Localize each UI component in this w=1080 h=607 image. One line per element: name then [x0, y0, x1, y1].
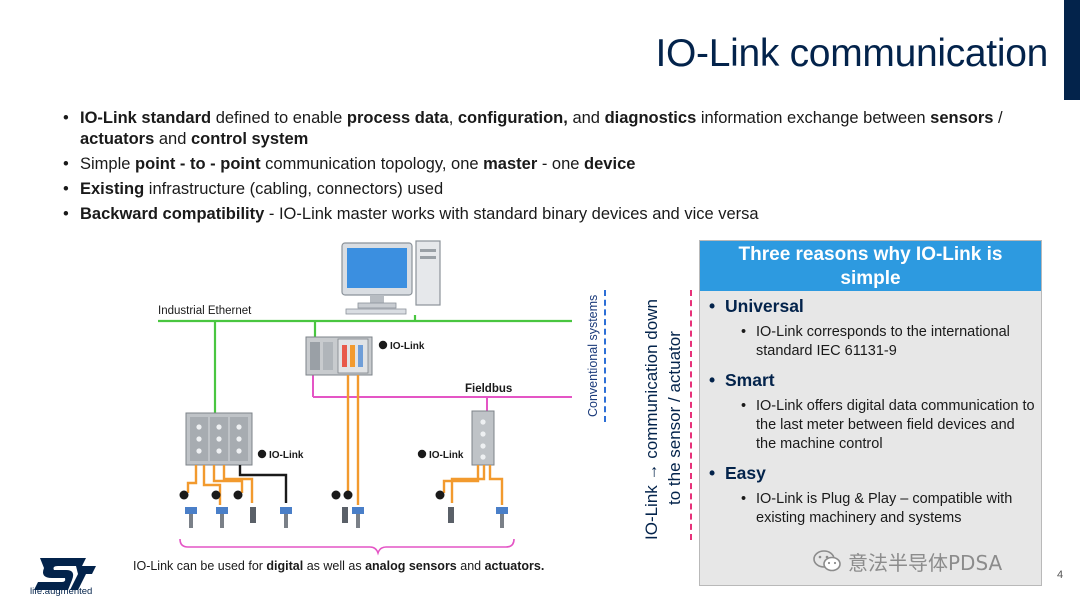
reason-detail: IO-Link corresponds to the international…	[700, 323, 1041, 361]
master-device	[305, 336, 373, 376]
actuator-icon	[185, 507, 508, 528]
bullet-item: Backward compatibility - IO-Link master …	[62, 204, 1022, 225]
diagram-caption: IO-Link can be used for digital as well …	[133, 559, 545, 573]
computer-icon	[341, 240, 441, 315]
iolink-logo: IO-Link	[417, 449, 464, 461]
reason-detail: IO-Link is Plug & Play – compatible with…	[700, 490, 1041, 528]
iolink-arrow	[690, 290, 692, 540]
page-number: 4	[1057, 569, 1064, 581]
bullet-list: IO-Link standard defined to enable proce…	[62, 108, 1022, 229]
sensor-icon	[179, 490, 445, 500]
bullet-item: Existing infrastructure (cabling, connec…	[62, 179, 1022, 200]
bullet-item: Simple point - to - point communication …	[62, 154, 1022, 175]
reasons-list: Universal IO-Link corresponds to the int…	[700, 295, 1041, 528]
iolink-master-right	[471, 410, 495, 466]
conventional-label: Conventional systems	[586, 294, 600, 417]
network-diagram: Industrial Ethernet Fieldbus IO-Link IO-…	[158, 240, 572, 556]
communication-label-line2: to the sensor / actuator	[665, 331, 684, 505]
wechat-icon	[813, 550, 841, 572]
st-logo-icon	[34, 558, 96, 590]
fieldbus-label: Fieldbus	[465, 383, 512, 395]
watermark: 意法半导体PDSA	[812, 545, 1002, 577]
slide-title: IO-Link communication	[655, 32, 1048, 75]
svg-text:IO-Link: IO-Link	[390, 341, 425, 352]
svg-text:IO-Link: IO-Link	[269, 450, 304, 461]
bullet-item: IO-Link standard defined to enable proce…	[62, 108, 1022, 150]
reason-detail: IO-Link offers digital data communicatio…	[700, 397, 1041, 454]
accent-bar	[1064, 0, 1080, 100]
reasons-panel: Three reasons why IO-Link is simple Univ…	[699, 240, 1042, 586]
iolink-master-left	[185, 412, 253, 466]
watermark-text: 意法半导体PDSA	[848, 550, 1003, 575]
logo-tagline: life.augmented	[30, 586, 93, 597]
ethernet-label: Industrial Ethernet	[158, 305, 252, 317]
reason-title: Smart	[700, 369, 1041, 391]
iolink-logo: IO-Link	[257, 449, 304, 461]
reason-title: Easy	[700, 462, 1041, 484]
iolink-logo: IO-Link	[378, 340, 425, 352]
communication-label-line1: IO-Link → communication down	[642, 299, 661, 540]
conventional-arrow	[604, 290, 606, 422]
reasons-header: Three reasons why IO-Link is simple	[700, 241, 1041, 291]
reason-title: Universal	[700, 295, 1041, 317]
svg-text:IO-Link: IO-Link	[429, 450, 464, 461]
